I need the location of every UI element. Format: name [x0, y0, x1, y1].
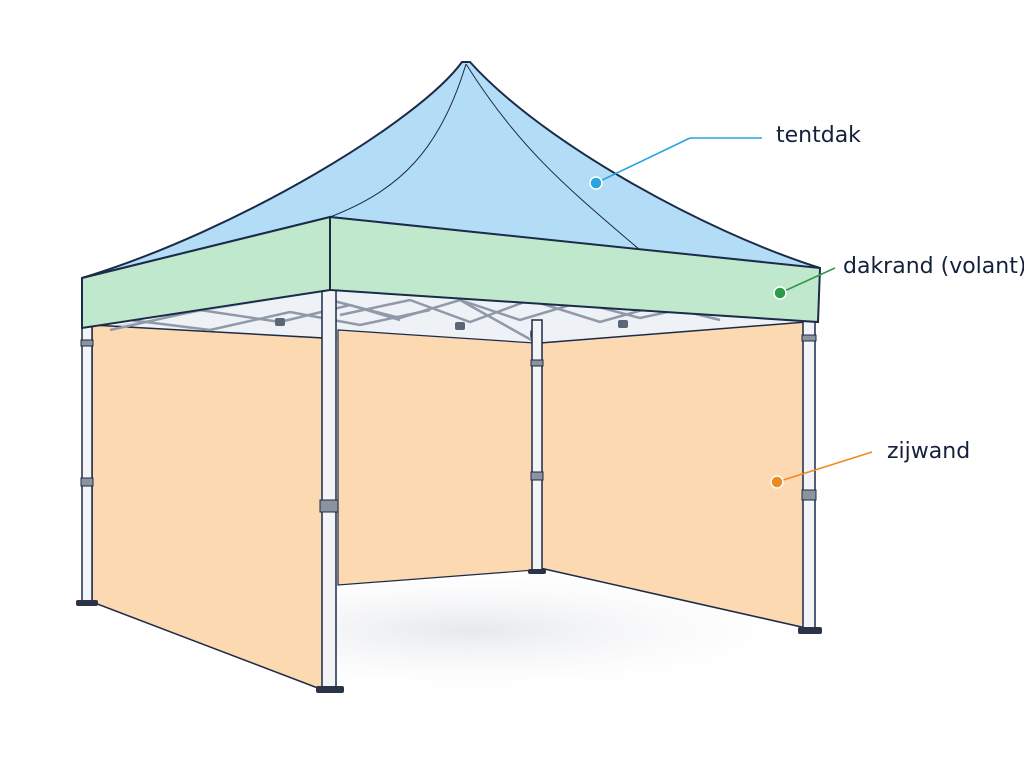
frame-legs: [81, 289, 816, 691]
front-left-leg: [81, 324, 93, 606]
back-sidewall: [337, 329, 536, 586]
valance-label: dakrand (volant): [843, 254, 1024, 279]
sidewall-anchor-dot: [770, 475, 784, 489]
back-leg: [531, 319, 543, 573]
right-leg: [802, 319, 816, 631]
sidewall-label: zijwand: [887, 439, 970, 464]
roof-seams: [329, 63, 641, 251]
tent-roof: [81, 61, 821, 279]
valance-leader: [779, 267, 836, 294]
leg-feet: [76, 569, 822, 693]
front-right-leg: [321, 289, 337, 691]
leg-clips: [80, 334, 817, 513]
roof-leader: [595, 137, 691, 184]
sidewall-leader: [776, 451, 873, 483]
valance-anchor-dot: [773, 286, 787, 300]
callouts: [589, 137, 873, 489]
roof-label: tentdak: [776, 123, 861, 148]
roof-anchor-dot: [589, 176, 603, 190]
front-valance: [329, 215, 822, 324]
